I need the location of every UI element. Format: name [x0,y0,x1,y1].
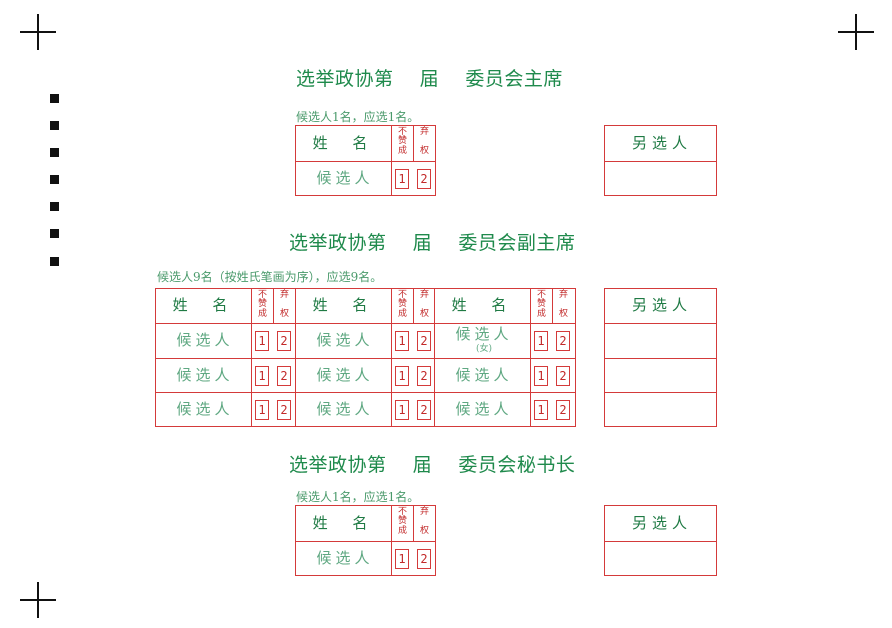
write-in-field[interactable] [605,324,716,357]
timing-mark [50,121,59,130]
candidate-name-cell: 候选人 [316,549,374,567]
section-title-vice-chairman: 选举政协第 届 委员会副主席 [289,232,576,254]
timing-mark [50,175,59,184]
vote-option-disapprove[interactable]: 1 [534,400,548,420]
vote-option-disapprove[interactable]: 1 [395,366,409,386]
write-in-field[interactable] [605,542,716,575]
name-header: 姓 名 [451,296,517,314]
candidate-name-cell: 候选人 [176,400,234,418]
vote-option-disapprove[interactable]: 1 [255,400,269,420]
ballot-table-secretary-general [295,505,436,576]
ballot-table-chairman [295,125,436,196]
write-in-table-vice-chairman [604,288,717,427]
candidate-name-cell: 候选人 [176,331,234,349]
vote-option-abstain[interactable]: 2 [277,331,291,351]
vote-option-disapprove[interactable]: 1 [255,331,269,351]
name-header: 姓 名 [172,296,238,314]
timing-mark [50,202,59,211]
abstain-header: 弃 权 [419,507,429,536]
section-title-secretary-general: 选举政协第 届 委员会秘书长 [289,454,576,476]
candidate-name-cell: 候选人 [455,325,513,343]
vote-option-disapprove[interactable]: 1 [395,169,409,189]
abstain-header: 弃 权 [279,290,289,319]
vote-option-abstain[interactable]: 2 [417,400,431,420]
vote-option-disapprove[interactable]: 1 [534,366,548,386]
abstain-header: 弃 权 [558,290,568,319]
candidate-count-note: 候选人9名（按姓氏笔画为序），应选9名。 [157,270,383,284]
vote-option-abstain[interactable]: 2 [556,400,570,420]
candidate-name-cell: 候选人 [316,400,374,418]
vote-option-disapprove[interactable]: 1 [255,366,269,386]
timing-mark [50,148,59,157]
name-header: 姓 名 [312,514,378,532]
abstain-header: 弃 权 [419,290,429,319]
vote-option-abstain[interactable]: 2 [417,366,431,386]
candidate-name-cell: 候选人 [176,366,234,384]
disapprove-header: 不 赞 成 [397,290,407,319]
abstain-header: 弃 权 [419,127,429,156]
write-in-field[interactable] [605,393,716,426]
candidate-name-cell: 候选人 [316,366,374,384]
name-header: 姓 名 [312,134,378,152]
vote-option-disapprove[interactable]: 1 [534,331,548,351]
ballot-table-vice-chairman [155,288,576,427]
vote-option-abstain[interactable]: 2 [277,400,291,420]
write-in-header: 另选人 [631,134,692,152]
candidate-name-cell: 候选人 [455,366,513,384]
vote-option-abstain[interactable]: 2 [556,366,570,386]
vote-option-disapprove[interactable]: 1 [395,549,409,569]
write-in-header: 另选人 [631,296,692,314]
disapprove-header: 不 赞 成 [257,290,267,319]
vote-option-abstain[interactable]: 2 [277,366,291,386]
write-in-table-secretary-general [604,505,717,576]
section-title-chairman: 选举政协第 届 委员会主席 [296,68,563,90]
disapprove-header: 不 赞 成 [397,127,407,156]
candidate-name-cell: 候选人 [316,331,374,349]
write-in-field[interactable] [605,359,716,391]
registration-cross-top-left [20,14,56,50]
timing-mark [50,94,59,103]
disapprove-header: 不 赞 成 [397,507,407,536]
vote-option-disapprove[interactable]: 1 [395,400,409,420]
vote-option-abstain[interactable]: 2 [417,331,431,351]
registration-cross-bottom-left [20,582,56,618]
female-mark: (女) [475,344,493,354]
vote-option-abstain[interactable]: 2 [417,549,431,569]
write-in-field[interactable] [605,162,716,195]
candidate-count-note: 候选人1名，应选1名。 [296,110,420,124]
name-header: 姓 名 [312,296,378,314]
candidate-count-note: 候选人1名，应选1名。 [296,490,420,504]
write-in-header: 另选人 [631,514,692,532]
timing-mark [50,229,59,238]
disapprove-header: 不 赞 成 [536,290,546,319]
candidate-name-cell: 候选人 [316,169,374,187]
vote-option-disapprove[interactable]: 1 [395,331,409,351]
write-in-table-chairman [604,125,717,196]
vote-option-abstain[interactable]: 2 [556,331,570,351]
vote-option-abstain[interactable]: 2 [417,169,431,189]
candidate-name-cell: 候选人 [455,400,513,418]
registration-cross-top-right [838,14,874,50]
timing-mark [50,257,59,266]
